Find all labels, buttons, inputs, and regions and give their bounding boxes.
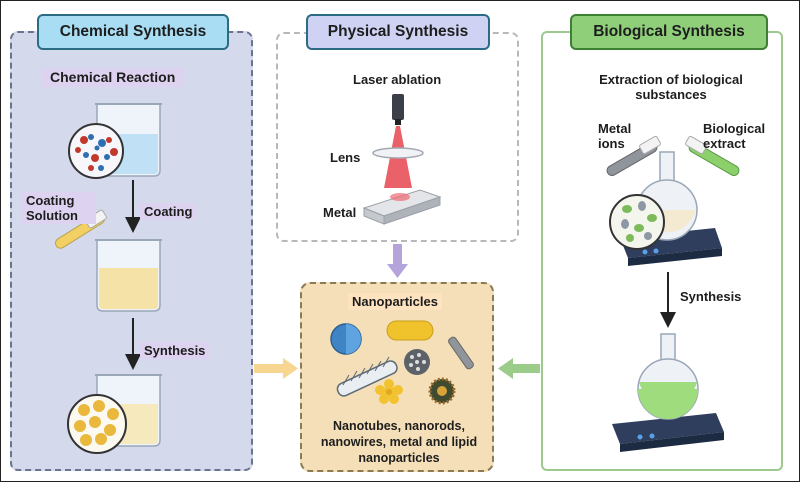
biological-extract-label: Biological extract	[703, 121, 766, 151]
chemical-synthesis-title: Chemical Synthesis	[37, 14, 229, 50]
test-tube-gray-icon	[606, 135, 661, 176]
arrow-physical-to-nanoparticles	[387, 244, 408, 278]
nanoparticles-title: Nanoparticles	[348, 293, 442, 310]
metal-ions-label: Metal ions	[598, 121, 632, 151]
cell-circle-icon	[609, 194, 665, 250]
arrow-biological-to-nanoparticles	[498, 358, 540, 379]
biological-synthesis-step-label: Synthesis	[680, 289, 742, 304]
molecule-circle-icon	[68, 123, 124, 179]
laser-ablation-label: Laser ablation	[353, 72, 442, 87]
physical-synthesis-title: Physical Synthesis	[306, 14, 490, 50]
spiky-particle-icon	[428, 377, 456, 405]
metal-label: Metal	[323, 205, 357, 220]
flower-particle-icon	[375, 379, 403, 404]
biological-synthesis-title: Biological Synthesis	[570, 14, 768, 50]
capsule-icon	[386, 320, 434, 341]
beaker-yellow-icon	[95, 239, 162, 312]
metal-bar-icon	[362, 189, 442, 225]
lens-icon	[372, 147, 424, 159]
extraction-label: Extraction of biological substances	[599, 72, 743, 102]
lens-label: Lens	[330, 150, 361, 165]
chemical-reaction-label: Chemical Reaction	[42, 68, 184, 87]
nanotube-icon	[336, 356, 398, 397]
test-tube-green-icon	[685, 135, 740, 176]
green-flask-icon	[612, 333, 724, 452]
nanoparticles-panel	[300, 282, 494, 472]
arrow-chemical-to-nanoparticles	[254, 358, 298, 379]
sphere-icon	[330, 323, 362, 355]
chemical-synthesis-step-label: Synthesis	[140, 342, 210, 359]
coating-solution-label: Coating Solution	[22, 192, 96, 224]
rod-icon	[448, 336, 474, 370]
coating-label: Coating	[140, 203, 197, 220]
nanoparticles-description: Nanotubes, nanorods, nanowires, metal an…	[320, 419, 478, 465]
laser-icon	[392, 94, 404, 125]
lattice-sphere-icon	[404, 349, 430, 375]
particle-circle-icon	[67, 394, 127, 454]
